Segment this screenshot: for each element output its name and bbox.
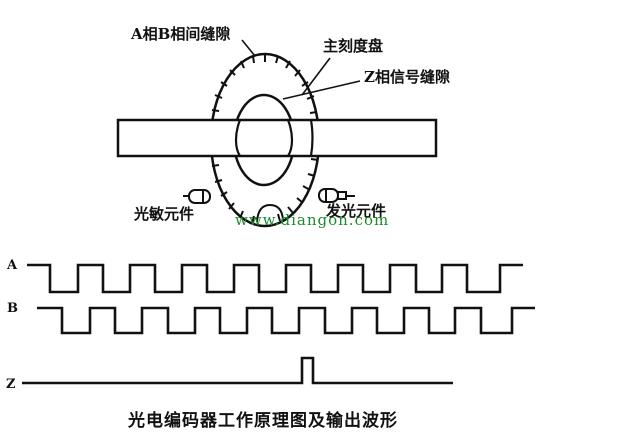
leader-ab-slit bbox=[241, 39, 256, 57]
signal-b-label: B bbox=[7, 301, 18, 316]
label-light-emitter: 发光元件 bbox=[326, 202, 387, 220]
z-slit bbox=[256, 203, 284, 223]
light-emitter-icon bbox=[318, 188, 355, 203]
leader-z-slit bbox=[282, 80, 361, 100]
signal-z-waveform bbox=[22, 356, 453, 385]
signal-a-waveform bbox=[27, 263, 523, 294]
photosensitive-element-icon bbox=[183, 189, 211, 204]
label-main-disk: 主刻度盘 bbox=[323, 37, 384, 55]
label-photosensitive: 光敏元件 bbox=[134, 205, 195, 223]
label-z-slit: Z相信号缝隙 bbox=[364, 68, 450, 86]
signal-a-label: A bbox=[7, 258, 18, 273]
shaft bbox=[116, 118, 438, 158]
diagram-caption: 光电编码器工作原理图及输出波形 bbox=[128, 411, 398, 431]
watermark: www.diangon.com bbox=[235, 211, 390, 229]
disk-slits bbox=[211, 54, 319, 225]
signal-z-label: Z bbox=[6, 377, 16, 392]
signal-b-waveform bbox=[37, 306, 535, 335]
leader-main-disk bbox=[301, 57, 331, 96]
label-ab-slit: A相B相间缝隙 bbox=[131, 25, 231, 43]
